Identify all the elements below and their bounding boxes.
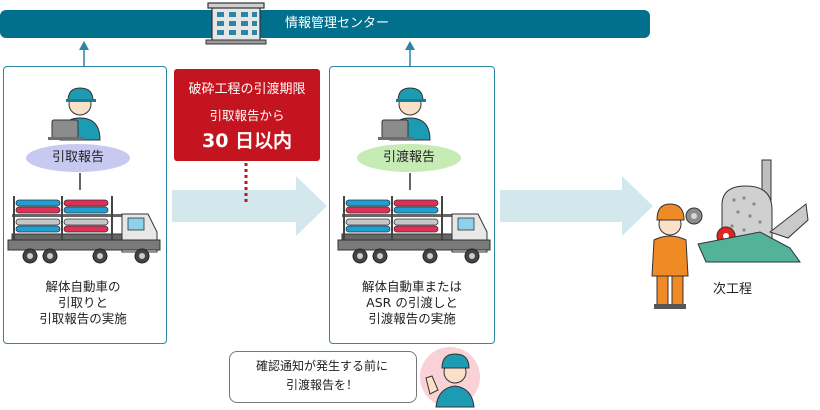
shredder-plant-icon <box>685 159 809 263</box>
handover-description-line: ASR の引渡しと <box>366 295 458 310</box>
deadline-days: 30 日以内 <box>201 130 293 152</box>
handover-description-line: 引渡報告の実施 <box>368 311 456 326</box>
pickup-description-line: 解体自動車の <box>45 279 121 294</box>
info-center-title: 情報管理センター <box>285 16 390 31</box>
deadline-box <box>174 69 320 161</box>
speech-line: 確認通知が発生する前に <box>255 359 388 373</box>
speech-bubble <box>229 351 417 403</box>
pointing-worker-icon <box>420 347 480 408</box>
up-arrow-mid <box>405 41 415 66</box>
car-carrier-truck-icon-left <box>7 196 161 264</box>
orange-worker-icon <box>651 203 689 309</box>
building-icon <box>205 2 267 45</box>
up-arrow-left <box>79 41 89 66</box>
flow-arrow-2 <box>500 176 653 236</box>
deadline-subtitle: 引取報告から <box>209 108 285 123</box>
speech-bubble-text: 確認通知が発生する前に 引渡報告を！ <box>229 357 415 395</box>
handover-description-line: 解体自動車または <box>361 279 462 294</box>
speech-line: 引渡報告を！ <box>285 378 358 392</box>
worker-laptop-icon-mid <box>378 87 431 141</box>
pickup-description-line: 引取報告の実施 <box>39 311 127 326</box>
pickup-report-label: 引取報告 <box>26 144 130 172</box>
next-process-label: 次工程 <box>713 282 753 297</box>
car-carrier-truck-icon-mid <box>337 196 491 264</box>
pickup-description: 解体自動車の 引取りと 引取報告の実施 <box>8 279 158 327</box>
worker-laptop-icon-left <box>48 87 101 141</box>
handover-report-label: 引渡報告 <box>357 144 461 172</box>
info-center-bar <box>0 10 650 38</box>
flow-arrow-1 <box>172 176 327 236</box>
deadline-title: 破砕工程の引渡期限 <box>188 82 306 97</box>
handover-description: 解体自動車または ASR の引渡しと 引渡報告の実施 <box>334 279 490 327</box>
pickup-description-line: 引取りと <box>57 295 108 310</box>
